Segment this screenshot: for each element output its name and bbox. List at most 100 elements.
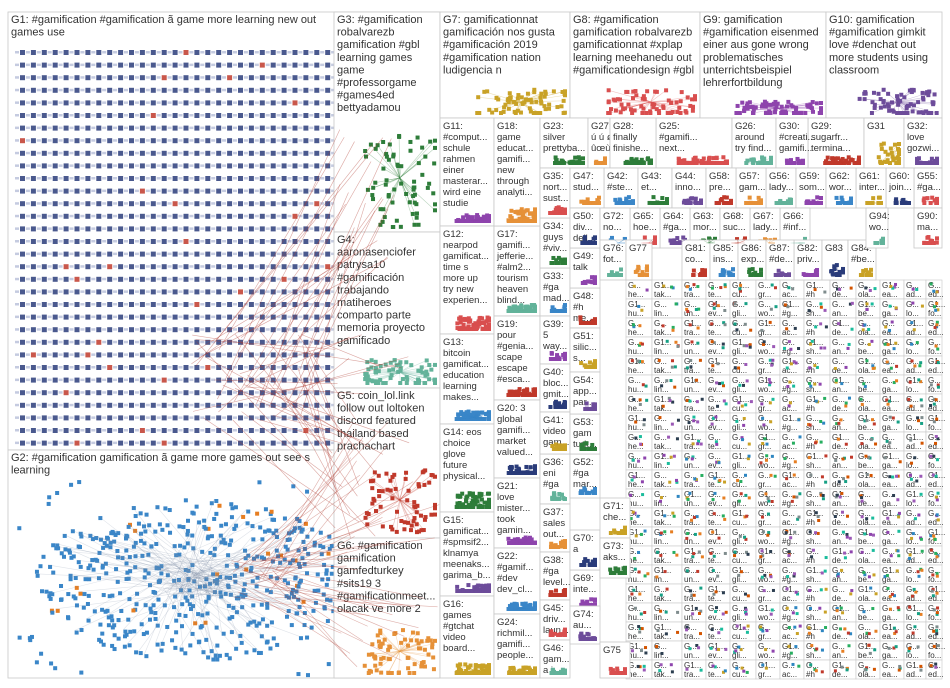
graph-node (894, 341, 898, 345)
small-cell-label: G1... (654, 338, 671, 347)
graph-node (723, 480, 727, 484)
small-cell-text: gr... (758, 290, 771, 299)
small-cell: G...ola... (855, 393, 881, 414)
small-cell: G...de... (829, 621, 857, 642)
graph-node (129, 276, 134, 282)
small-cell: G1...an... (829, 488, 857, 509)
graph-node-label (145, 265, 150, 268)
graph-node-label (91, 277, 96, 281)
graph-node (840, 491, 844, 495)
graph-node (20, 327, 25, 333)
graph-node-label (211, 403, 216, 407)
graph-node (216, 87, 222, 93)
graph-node-label (80, 202, 85, 205)
graph-node (883, 342, 887, 346)
graph-node-label (178, 88, 183, 92)
graph-node (161, 239, 167, 244)
graph-node (107, 440, 113, 446)
small-cell: G1...sh... (803, 336, 831, 357)
graph-node (41, 289, 47, 295)
graph-node-label (134, 151, 139, 155)
graph-node-label (222, 290, 227, 293)
small-cell-label: G1... (654, 509, 671, 518)
graph-node (292, 125, 298, 131)
small-cell: G...#g... (779, 450, 805, 471)
graph-node-label (134, 51, 139, 54)
graph-node (934, 344, 938, 348)
small-cell-label: G1... (882, 395, 899, 404)
graph-node-label (254, 63, 259, 67)
small-cell: G...cu... (729, 469, 757, 490)
graph-node (139, 622, 144, 627)
graph-node-label (124, 353, 128, 356)
graph-node (916, 416, 920, 420)
small-cell-label: G... (806, 604, 819, 613)
graph-node-label (222, 51, 227, 54)
graph-node-label (276, 366, 281, 369)
graph-node-label (102, 139, 107, 142)
graph-node (807, 381, 811, 385)
graph-node (216, 264, 222, 270)
graph-node-label (47, 429, 52, 432)
graph-node-label (102, 265, 107, 268)
graph-node (325, 125, 331, 131)
graph-node (150, 62, 156, 68)
small-cell: G1...ea... (879, 507, 905, 528)
small-cell-text: cu... (732, 518, 747, 527)
graph-node (63, 150, 69, 156)
graph-node (85, 150, 91, 156)
graph-node-label (233, 51, 237, 54)
graph-node (838, 627, 842, 631)
graph-node (183, 352, 189, 358)
graph-node (41, 75, 47, 81)
small-cell: G...an... (829, 526, 857, 547)
graph-node (52, 113, 58, 118)
graph-node (118, 138, 124, 144)
graph-node-label (200, 340, 205, 344)
graph-node (118, 402, 124, 408)
small-cell: G1...be... (855, 298, 881, 319)
small-cell-text: ga... (882, 651, 898, 660)
small-cell-text: tak... (654, 632, 671, 641)
graph-node (238, 113, 243, 118)
small-cell: G...ola... (855, 279, 881, 300)
graph-node (737, 401, 741, 405)
small-cell-label: G... (806, 585, 819, 594)
small-cell: G...ev... (705, 374, 731, 395)
small-cell-label: G... (806, 414, 819, 423)
graph-node (150, 113, 156, 118)
graph-node (259, 176, 265, 181)
small-cell: G...de... (829, 355, 857, 376)
graph-node-label (36, 63, 41, 67)
graph-node (259, 251, 265, 257)
graph-node-label (25, 189, 30, 193)
small-cell-text: lin... (654, 385, 669, 394)
graph-node (935, 555, 939, 559)
graph-node (194, 138, 200, 144)
small-cell: G...cu... (729, 317, 757, 338)
graph-node (139, 176, 145, 181)
small-cell: G...be... (855, 488, 881, 509)
graph-node (637, 550, 641, 554)
small-cell-text: wo... (757, 347, 775, 356)
graph-node (205, 327, 211, 333)
graph-node (159, 648, 164, 653)
graph-node-label (145, 177, 150, 180)
graph-node (183, 613, 188, 618)
graph-node (172, 365, 178, 370)
graph-node (183, 402, 189, 408)
graph-node (314, 75, 320, 81)
group-label-line: learning (11, 465, 50, 477)
graph-node (305, 635, 310, 640)
graph-node-label (124, 177, 128, 180)
graph-node (118, 377, 124, 383)
graph-node (194, 390, 200, 396)
small-cell-text: he... (628, 404, 644, 413)
graph-node (118, 125, 124, 131)
graph-node (913, 517, 917, 521)
graph-node (227, 226, 233, 232)
small-cell-text: un... (684, 651, 700, 660)
small-cell: G...te... (705, 317, 731, 338)
small-cell: G1...te... (705, 469, 731, 490)
